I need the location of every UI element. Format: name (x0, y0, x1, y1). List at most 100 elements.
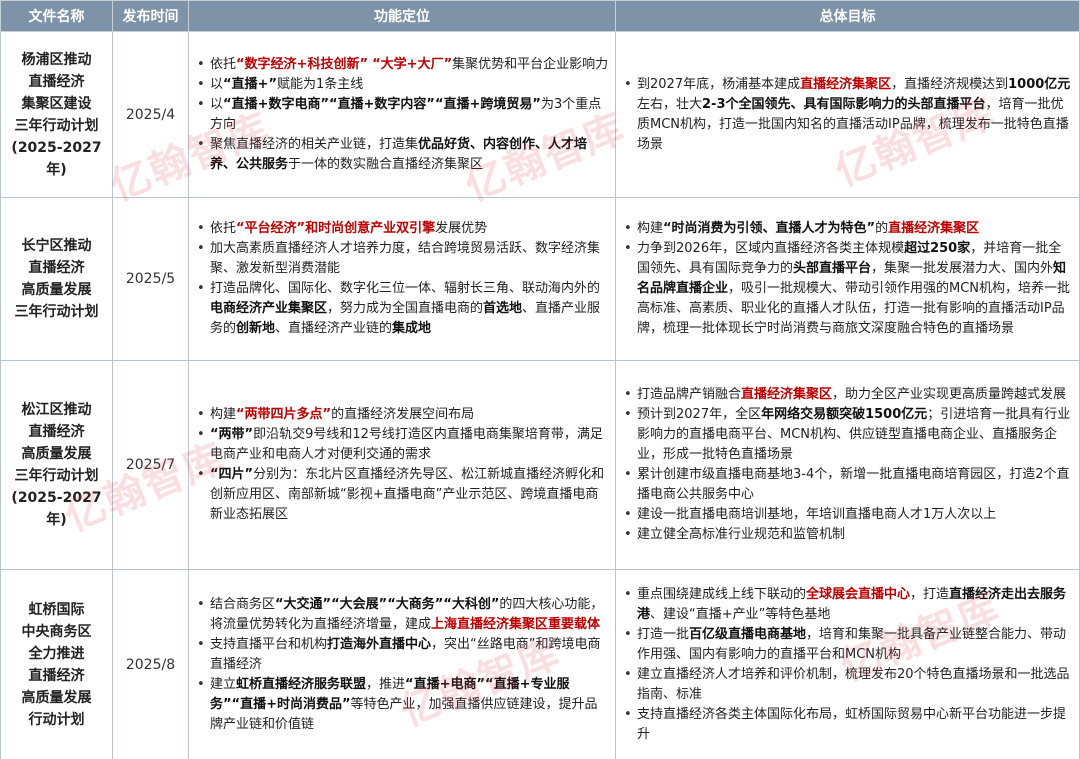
bold-text: 创新地 (236, 321, 276, 336)
body-text: ，集聚一批发展潜力大、国内外 (871, 261, 1054, 276)
body-text: 的 (875, 221, 889, 236)
body-text: 聚焦直播经济的相关产业链，打造集 (210, 136, 419, 152)
highlight-red-text: “数字经济+科技创新” (236, 56, 368, 72)
body-text: ，培育和集聚一批具备产业链整合能力、带动作用强、国内有影响力的直播平台和MCN机… (637, 627, 1067, 662)
file-name-line: 长宁区推动 (21, 238, 92, 254)
file-name-line: 中央商务区 (21, 624, 92, 640)
body-text: 建设一批直播电商培训基地，年培训直播电商人才1万人次以上 (637, 507, 997, 522)
bullet-item: 打造品牌产销融合直播经济集聚区，助力全区产业实现更高质量跨越式发展 (622, 385, 1073, 405)
file-name-line: 高质量发展 (21, 690, 92, 706)
highlight-red-text: “大学+大厂” (372, 56, 453, 72)
function-cell: 构建“两带四片多点”的直播经济发展空间布局“两带”即沿轨交9号线和12号线打造区… (188, 360, 616, 570)
bold-text: 直播经济走出去服务港 (637, 587, 1067, 622)
body-text: ，培育一批优质MCN机构，打造一批国内知名的直播活动IP品牌，梳理发布一批特色直… (637, 96, 1069, 152)
bullet-item: “四片”分别为：东北片区直播经济先导区、松江新城直播经济孵化和创新应用区、南部新… (195, 465, 609, 525)
file-name-line: (2025-2027年) (11, 490, 102, 528)
body-text: 集聚优势和平台企业影响力 (452, 56, 609, 72)
body-text: 重点围绕建成线上线下联动的 (637, 587, 807, 602)
bullet-item: 支持直播平台和机构打造海外直播中心，突出“丝路电商”和跨境电商直播经济 (195, 635, 609, 675)
goal-list: 到2027年底，杨浦基本建成直播经济集聚区，直播经济规模达到1000亿元左右，壮… (622, 75, 1073, 155)
bold-text: 头部直播平台 (793, 261, 872, 276)
bold-text: 打造海外直播中心 (327, 637, 432, 652)
body-text: 加大高素质直播经济人才培养力度，结合跨境贸易活跃、数字经济集聚、激发新型消费潜能 (210, 241, 601, 276)
file-name-line: 高质量发展 (21, 446, 92, 462)
bullet-item: 依托“平台经济”和时尚创意产业双引擎发展优势 (195, 219, 609, 239)
bullet-item: 支持直播经济各类主体国际化布局，虹桥国际贸易中心新平台功能进一步提升 (622, 705, 1073, 745)
body-text: 到2027年底，杨浦基本建成 (637, 76, 801, 92)
body-text: ，突出“丝路电商”和跨境电商直播经济 (210, 637, 601, 672)
bullet-item: 加大高素质直播经济人才培养力度，结合跨境贸易活跃、数字经济集聚、激发新型消费潜能 (195, 239, 609, 279)
body-text: 建立直播经济人才培养和评价机制，梳理发布20个特色直播场景和一批选品指南、标准 (637, 667, 1070, 702)
file-name-line: 直播经济 (28, 260, 85, 276)
body-text: ，努力成为全国直播电商的 (327, 301, 484, 316)
release-date-cell: 2025/8 (112, 569, 189, 759)
goal-list: 构建“时尚消费为引领、直播人才为特色”的直播经济集聚区力争到2026年，区域内直… (622, 219, 1073, 339)
bold-text: “直播+电商”“直播+专业服务”“直播+时尚消费品” (210, 677, 570, 712)
bullet-item: 力争到2026年，区域内直播经济各类主体规模超过250家，并培育一批全国领先、具… (622, 239, 1073, 339)
bullet-item: 依托“数字经济+科技创新” “大学+大厂”集聚优势和平台企业影响力 (195, 55, 609, 75)
bullet-item: 建立虹桥直播经济服务联盟，推进“直播+电商”“直播+专业服务”“直播+时尚消费品… (195, 675, 609, 735)
body-text: ；引进培育一批具有行业影响力的直播电商平台、MCN机构、供应链型直播电商企业、直… (637, 407, 1071, 462)
bullet-item: 聚焦直播经济的相关产业链，打造集优品好货、内容创作、人才培养、公共服务于一体的数… (195, 135, 609, 175)
table-row: 松江区推动直播经济高质量发展三年行动计划(2025-2027年)2025/7构建… (0, 360, 1080, 570)
file-name-line: 高质量发展 (21, 282, 92, 298)
body-text: ，助力全区产业实现更高质量跨越式发展 (832, 387, 1067, 402)
body-text: 构建 (210, 407, 237, 422)
bold-text: 优品好货、内容创作、人才培养、公共服务 (210, 136, 588, 172)
body-text: 以 (210, 96, 224, 112)
file-name-cell: 杨浦区推动直播经济集聚区建设三年行动计划(2025-2027年) (0, 31, 113, 198)
body-text: 力争到2026年，区域内直播经济各类主体规模 (637, 241, 905, 256)
body-text: 支持直播平台和机构 (210, 637, 328, 652)
table-row: 长宁区推动直播经济高质量发展三年行动计划2025/5依托“平台经济”和时尚创意产… (0, 197, 1080, 361)
release-date-cell: 2025/7 (112, 360, 189, 570)
highlight-red-text: 直播经济集聚区 (741, 387, 833, 402)
file-name-line: 松江区推动 (21, 402, 92, 418)
bullet-item: “两带”即沿轨交9号线和12号线打造区内直播电商集聚培育带，满足电商产业和电商人… (195, 425, 609, 465)
function-list: 依托“数字经济+科技创新” “大学+大厂”集聚优势和平台企业影响力以“直播+”赋… (195, 55, 609, 175)
header-file-name: 文件名称 (0, 0, 113, 32)
bullet-item: 构建“两带四片多点”的直播经济发展空间布局 (195, 405, 609, 425)
bullet-item: 建设一批直播电商培训基地，年培训直播电商人才1万人次以上 (622, 505, 1073, 525)
body-text: 、建设“直播+产业”等特色基地 (650, 607, 831, 622)
body-text: 打造品牌化、国际化、数字化三位一体、辐射长三角、联动海内外的 (210, 281, 601, 296)
body-text: ，直播经济规模达到 (891, 76, 1009, 92)
body-text: 预计到2027年，全区 (637, 407, 762, 422)
body-text: 建立 (210, 677, 237, 692)
goal-cell: 打造品牌产销融合直播经济集聚区，助力全区产业实现更高质量跨越式发展预计到2027… (615, 360, 1080, 570)
body-text: 依托 (210, 56, 237, 72)
goal-cell: 到2027年底，杨浦基本建成直播经济集聚区，直播经济规模达到1000亿元左右，壮… (615, 31, 1080, 198)
bullet-item: 建立健全高标准行业规范和监管机制 (622, 525, 1073, 545)
table-row: 虹桥国际中央商务区全力推进直播经济高质量发展行动计划2025/8结合商务区“大交… (0, 569, 1080, 759)
bold-text: “四片” (210, 467, 254, 482)
body-text: 依托 (210, 221, 237, 236)
goal-cell: 构建“时尚消费为引领、直播人才为特色”的直播经济集聚区力争到2026年，区域内直… (615, 197, 1080, 361)
file-name-line: 三年行动计划 (14, 304, 99, 320)
body-text: 分别为：东北片区直播经济先导区、松江新城直播经济孵化和创新应用区、南部新城“影视… (210, 467, 605, 522)
header-goal: 总体目标 (615, 0, 1080, 32)
bullet-item: 到2027年底，杨浦基本建成直播经济集聚区，直播经济规模达到1000亿元左右，壮… (622, 75, 1073, 155)
function-list: 构建“两带四片多点”的直播经济发展空间布局“两带”即沿轨交9号线和12号线打造区… (195, 405, 609, 525)
bold-text: 集成地 (392, 321, 432, 336)
goal-list: 重点围绕建成线上线下联动的全球展会直播中心，打造直播经济走出去服务港、建设“直播… (622, 585, 1073, 745)
bold-text: “时尚消费为引领、直播人才为特色” (663, 221, 876, 236)
body-text: 即沿轨交9号线和12号线打造区内直播电商集聚培育带，满足电商产业和电商人才对便利… (210, 427, 603, 462)
body-text: 、直播经济产业链的 (275, 321, 393, 336)
file-name-line: 直播经济 (28, 424, 85, 440)
body-text: 构建 (637, 221, 664, 236)
header-function: 功能定位 (188, 0, 616, 32)
bullet-item: 打造一批百亿级直播电商基地，培育和集聚一批具备产业链整合能力、带动作用强、国内有… (622, 625, 1073, 665)
body-text: 于一体的数实融合直播经济集聚区 (288, 156, 484, 172)
body-text: ，并培育一批全国领先、具有国际竞争力的 (637, 241, 1062, 276)
bullet-item: 以“直播+”赋能为1条主线 (195, 75, 609, 95)
body-text: ，打造 (910, 587, 950, 602)
bold-text: 知名品牌直播企业 (637, 261, 1067, 296)
file-name-line: 直播经济 (28, 73, 85, 90)
bold-text: 电商经济产业集聚区 (210, 301, 328, 316)
bold-text: 虹桥直播经济服务联盟 (236, 677, 367, 692)
highlight-red-text: “两带四片多点” (236, 407, 332, 422)
highlight-red-text: 直播经济集聚区 (800, 76, 892, 92)
file-name-line: 直播经济 (28, 668, 85, 684)
body-text: 的直播经济发展空间布局 (331, 407, 475, 422)
bold-text: “直播+数字电商”“直播+数字内容”“直播+跨境贸易” (223, 96, 541, 112)
